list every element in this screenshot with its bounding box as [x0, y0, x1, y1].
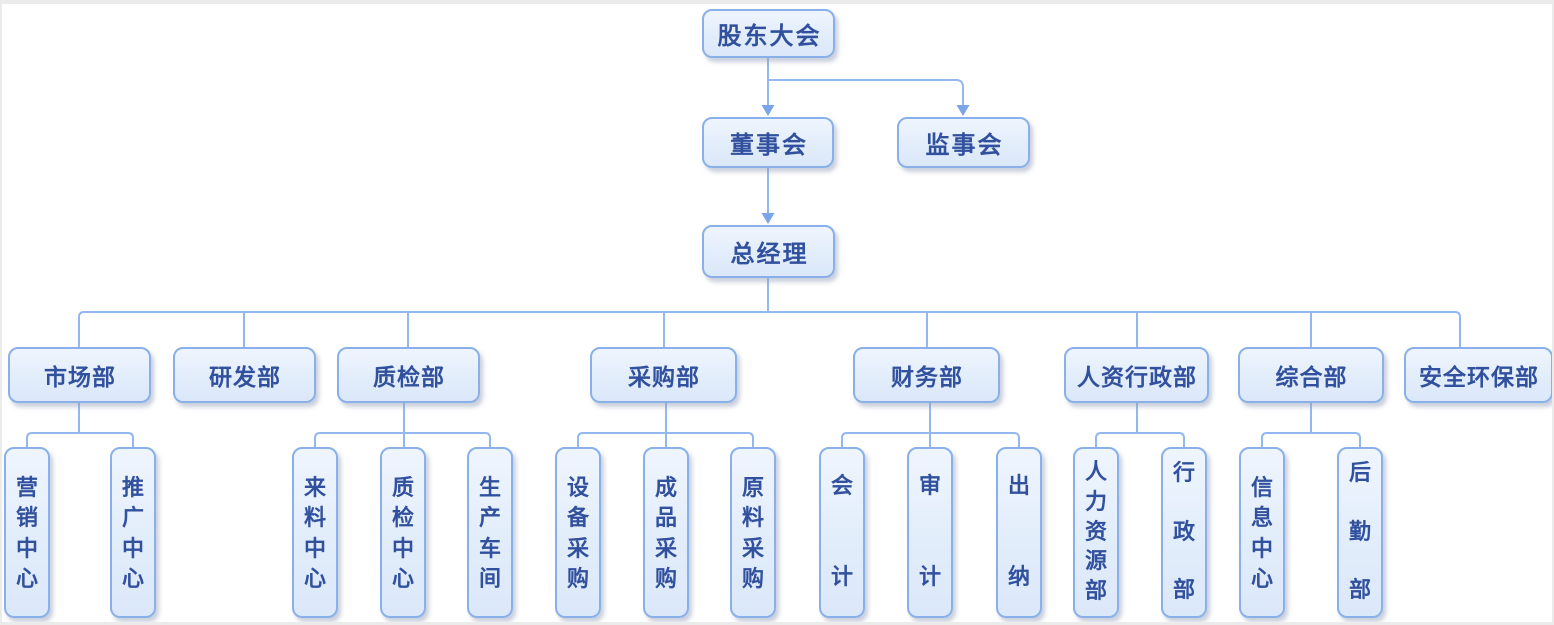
org-node-general-affairs-dept[interactable]: 综合部 — [1238, 347, 1384, 403]
org-node-incoming-materials-center[interactable]: 来料中心 — [292, 447, 338, 618]
org-node-shareholders-meeting[interactable]: 股东大会 — [702, 9, 835, 58]
org-node-equipment-procurement[interactable]: 设备采购 — [555, 447, 601, 618]
node-label: 安全环保部 — [1419, 364, 1539, 391]
node-label: 股东大会 — [717, 21, 822, 50]
connector-finance-children — [841, 402, 1020, 447]
node-label: 采购部 — [628, 364, 700, 391]
node-label: 质检部 — [373, 364, 445, 391]
org-node-marketing-dept[interactable]: 市场部 — [8, 347, 151, 403]
connector-general-children — [1261, 402, 1361, 447]
org-node-hr-admin-dept[interactable]: 人资行政部 — [1064, 347, 1209, 403]
connector-gm-departments — [78, 278, 1461, 347]
org-node-safety-env-dept[interactable]: 安全环保部 — [1404, 347, 1553, 403]
org-node-promotion-center[interactable]: 推广中心 — [110, 447, 156, 618]
page-border-right — [1552, 0, 1554, 625]
org-node-quality-dept[interactable]: 质检部 — [337, 347, 480, 403]
connector-hr-admin-children — [1095, 402, 1185, 447]
page-border-left — [0, 0, 2, 625]
connector-procurement-children — [577, 402, 754, 447]
arrow-down-gm — [761, 213, 775, 224]
org-node-raw-materials-procurement[interactable]: 原料采购 — [730, 447, 776, 618]
org-node-finance-dept[interactable]: 财务部 — [853, 347, 1000, 403]
arrow-down-supervisory — [956, 105, 970, 116]
org-node-logistics-dept[interactable]: 后勤部 — [1337, 447, 1383, 618]
page-border-top — [0, 0, 1554, 4]
org-node-quality-inspection-center[interactable]: 质检中心 — [380, 447, 426, 618]
org-node-marketing-center[interactable]: 营销中心 — [4, 447, 50, 618]
node-label: 财务部 — [891, 364, 963, 391]
connector-root-supervisory — [768, 79, 964, 106]
org-node-cashier[interactable]: 出纳 — [996, 447, 1042, 618]
org-node-board-of-directors[interactable]: 董事会 — [702, 117, 834, 168]
page-border-bottom — [0, 622, 1554, 625]
node-label: 董事会 — [730, 130, 808, 159]
node-label: 综合部 — [1275, 364, 1348, 391]
org-node-general-manager[interactable]: 总经理 — [702, 225, 835, 278]
org-node-administration-dept[interactable]: 行政部 — [1161, 447, 1207, 618]
node-label: 总经理 — [730, 239, 809, 268]
node-label: 监事会 — [925, 130, 1004, 159]
org-node-production-workshop[interactable]: 生产车间 — [467, 447, 513, 618]
node-label: 市场部 — [44, 364, 116, 391]
node-label: 研发部 — [209, 364, 281, 391]
org-node-procurement-dept[interactable]: 采购部 — [590, 347, 737, 403]
connector-marketing-children — [26, 402, 134, 447]
org-node-information-center[interactable]: 信息中心 — [1239, 447, 1285, 618]
connector-quality-children — [314, 402, 491, 447]
org-node-rd-dept[interactable]: 研发部 — [173, 347, 316, 403]
org-node-finished-goods-procurement[interactable]: 成品采购 — [643, 447, 689, 618]
arrow-down-board — [761, 105, 775, 116]
node-label: 人资行政部 — [1077, 364, 1197, 391]
org-node-audit[interactable]: 审计 — [907, 447, 953, 618]
org-node-accounting[interactable]: 会计 — [819, 447, 865, 618]
org-node-human-resources-dept[interactable]: 人力资源部 — [1073, 447, 1119, 618]
org-node-supervisory-board[interactable]: 监事会 — [897, 117, 1030, 168]
